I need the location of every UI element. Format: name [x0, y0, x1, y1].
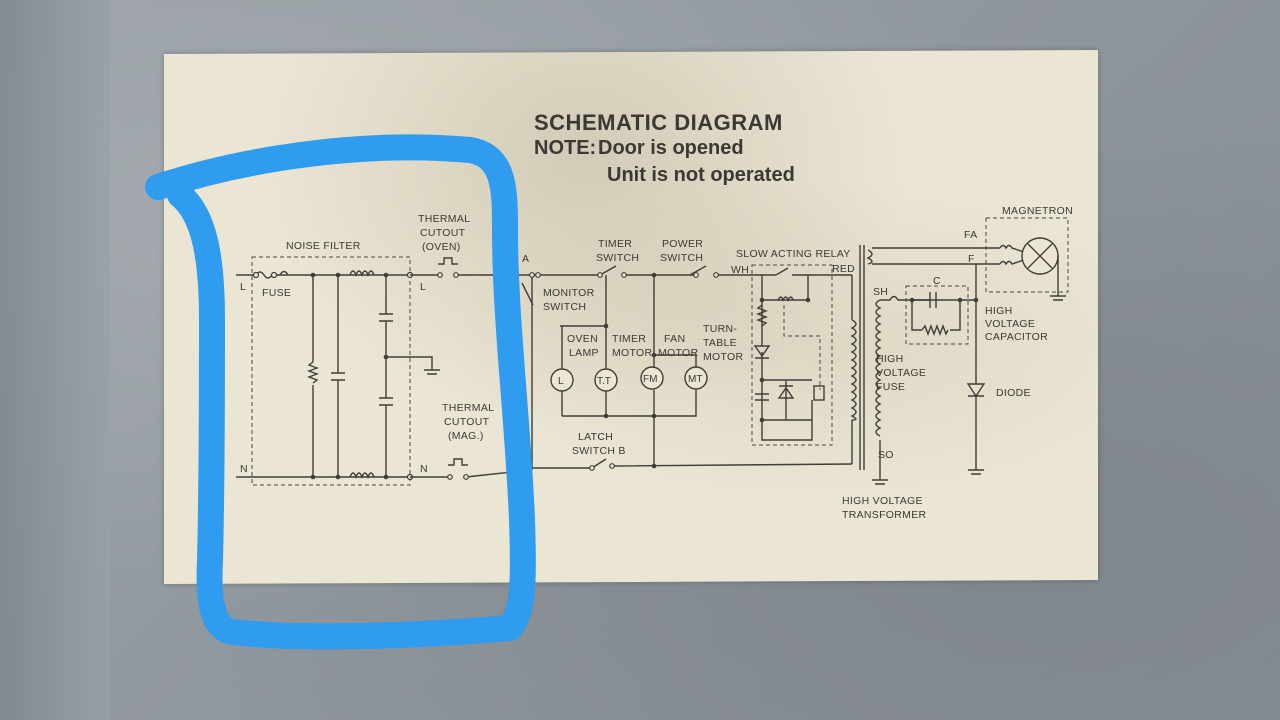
noise-filter-block: NOISE FILTER FUSE L N L N [236, 240, 440, 486]
note-line-1: Door is opened [598, 137, 744, 159]
oven-lamp-label-1: OVEN [567, 333, 598, 345]
turntable-label-1: TURN- [703, 323, 737, 335]
high-voltage-section: HIGH VOLTAGE FUSE C DIODE HIGH VOLTAGE C… [876, 264, 1048, 475]
power-switch-label-2: SWITCH [660, 252, 703, 264]
thermal-cutout-mag: THERMAL CUTOUT (MAG.) [410, 402, 531, 480]
line-l-left: L [240, 281, 246, 293]
transformer-label-1: HIGH VOLTAGE [842, 495, 923, 507]
monitor-switch-label-1: MONITOR [543, 287, 595, 299]
terminal-f-label: F [968, 253, 975, 265]
fuse-label: FUSE [262, 287, 291, 299]
fan-motor-symbol: FM [643, 374, 657, 385]
thermal-oven-label-2: CUTOUT [420, 227, 466, 239]
diagram-title: SCHEMATIC DIAGRAM [534, 110, 783, 135]
hv-cap-label-1: HIGH [985, 305, 1012, 317]
oven-lamp-symbol: L [558, 376, 564, 387]
turntable-label-3: MOTOR [703, 351, 744, 363]
fan-motor-label-1: FAN [664, 333, 685, 345]
note-line-2: Unit is not operated [607, 164, 795, 186]
hv-cap-label-2: VOLTAGE [985, 318, 1035, 330]
thermal-oven-label-3: (OVEN) [422, 241, 461, 253]
oven-lamp-label-2: LAMP [569, 347, 599, 359]
turntable-label-2: TABLE [703, 337, 737, 349]
latch-b-label-1: LATCH [578, 431, 613, 443]
latch-b-label-2: SWITCH B [572, 445, 626, 457]
timer-motor-label-1: TIMER [612, 333, 646, 345]
wire-red-label: RED [832, 263, 855, 275]
wire-wh-label: WH [731, 264, 749, 276]
terminal-so-label: SO [878, 449, 894, 461]
power-switch-label-1: POWER [662, 238, 703, 250]
thermal-mag-label-1: THERMAL [442, 402, 494, 414]
fan-motor-label-2: MOTOR [658, 347, 699, 359]
noise-filter-label: NOISE FILTER [286, 240, 361, 252]
transformer-label-2: TRANSFORMER [842, 509, 926, 521]
line-l-right: L [420, 281, 426, 293]
blue-highlight-annotation [145, 134, 536, 650]
timer-switch-label-2: SWITCH [596, 252, 639, 264]
magnetron: MAGNETRON FA F [964, 205, 1073, 301]
thermal-oven-label-1: THERMAL [418, 213, 470, 225]
latch-a-label: A [522, 253, 529, 265]
relay-label: SLOW ACTING RELAY [736, 248, 851, 260]
turntable-motor-symbol: MT [688, 374, 702, 385]
capacitor-c-label: C [933, 275, 941, 287]
thermal-mag-label-2: CUTOUT [444, 416, 490, 428]
hv-fuse-label-2: VOLTAGE [876, 367, 926, 379]
control-circuit: MONITOR SWITCH TIMER SWITCH POWER SWITCH… [521, 238, 853, 471]
hv-cap-label-3: CAPACITOR [985, 331, 1048, 343]
line-n-left: N [240, 463, 248, 475]
thermal-mag-label-3: (MAG.) [448, 430, 484, 442]
thermal-cutout-oven: THERMAL CUTOUT (OVEN) [410, 213, 530, 278]
hv-fuse-label-3: FUSE [876, 381, 905, 393]
magnetron-label: MAGNETRON [1002, 205, 1073, 217]
line-n-right: N [420, 463, 428, 475]
timer-motor-symbol: T.T [597, 376, 611, 387]
diode-label: DIODE [996, 387, 1031, 399]
high-voltage-transformer: SO SH HIGH VOLTAGE TRANSFORMER [842, 245, 1000, 521]
monitor-switch-label-2: SWITCH [543, 301, 586, 313]
slow-acting-relay: SLOW ACTING RELAY WH RED [731, 248, 855, 446]
note-prefix: NOTE: [534, 137, 596, 159]
terminal-sh-label: SH [873, 286, 888, 298]
background-left-edge [0, 0, 110, 720]
timer-motor-label-2: MOTOR [612, 347, 653, 359]
hv-fuse-label-1: HIGH [876, 353, 903, 365]
timer-switch-label-1: TIMER [598, 238, 632, 250]
terminal-fa-label: FA [964, 229, 977, 241]
